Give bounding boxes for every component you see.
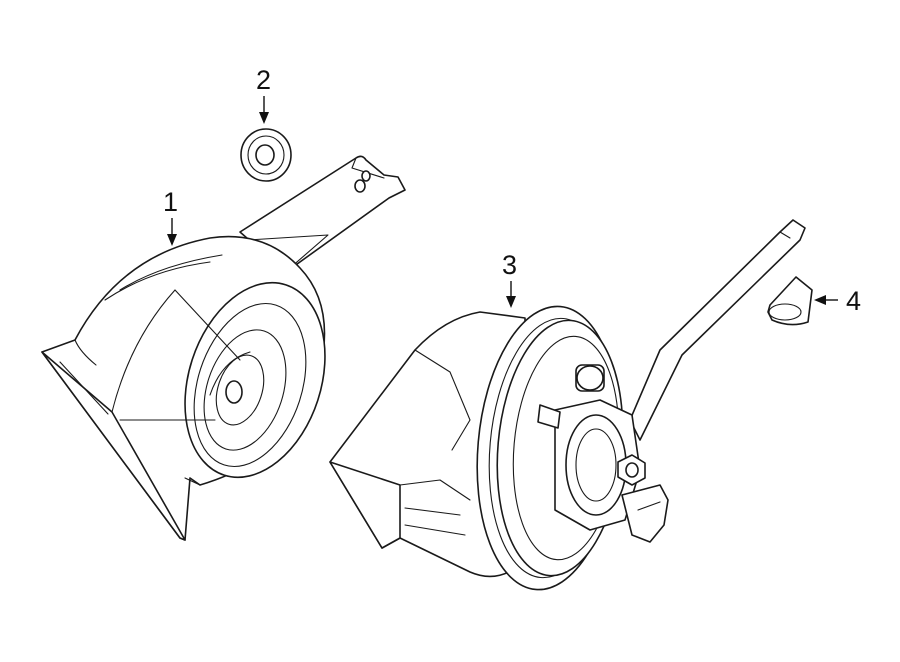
horn-3-bracket (629, 219, 806, 441)
callout-label-3: 3 (502, 250, 517, 280)
clip-nut-4 (767, 276, 813, 326)
callout-arrow-2 (259, 96, 269, 124)
callout-arrow-1 (167, 218, 177, 246)
washer-2 (240, 128, 292, 182)
horn-1 (41, 155, 406, 541)
callout-arrow-3 (506, 281, 516, 308)
callout-label-2: 2 (256, 65, 271, 95)
horn-3-body (329, 305, 669, 591)
horn-1-body (41, 235, 326, 541)
callout-label-4: 4 (846, 286, 861, 316)
horn-3 (329, 219, 806, 591)
callout-arrow-4 (814, 295, 838, 305)
horn-1-bracket (239, 155, 406, 273)
callout-label-1: 1 (163, 187, 178, 217)
